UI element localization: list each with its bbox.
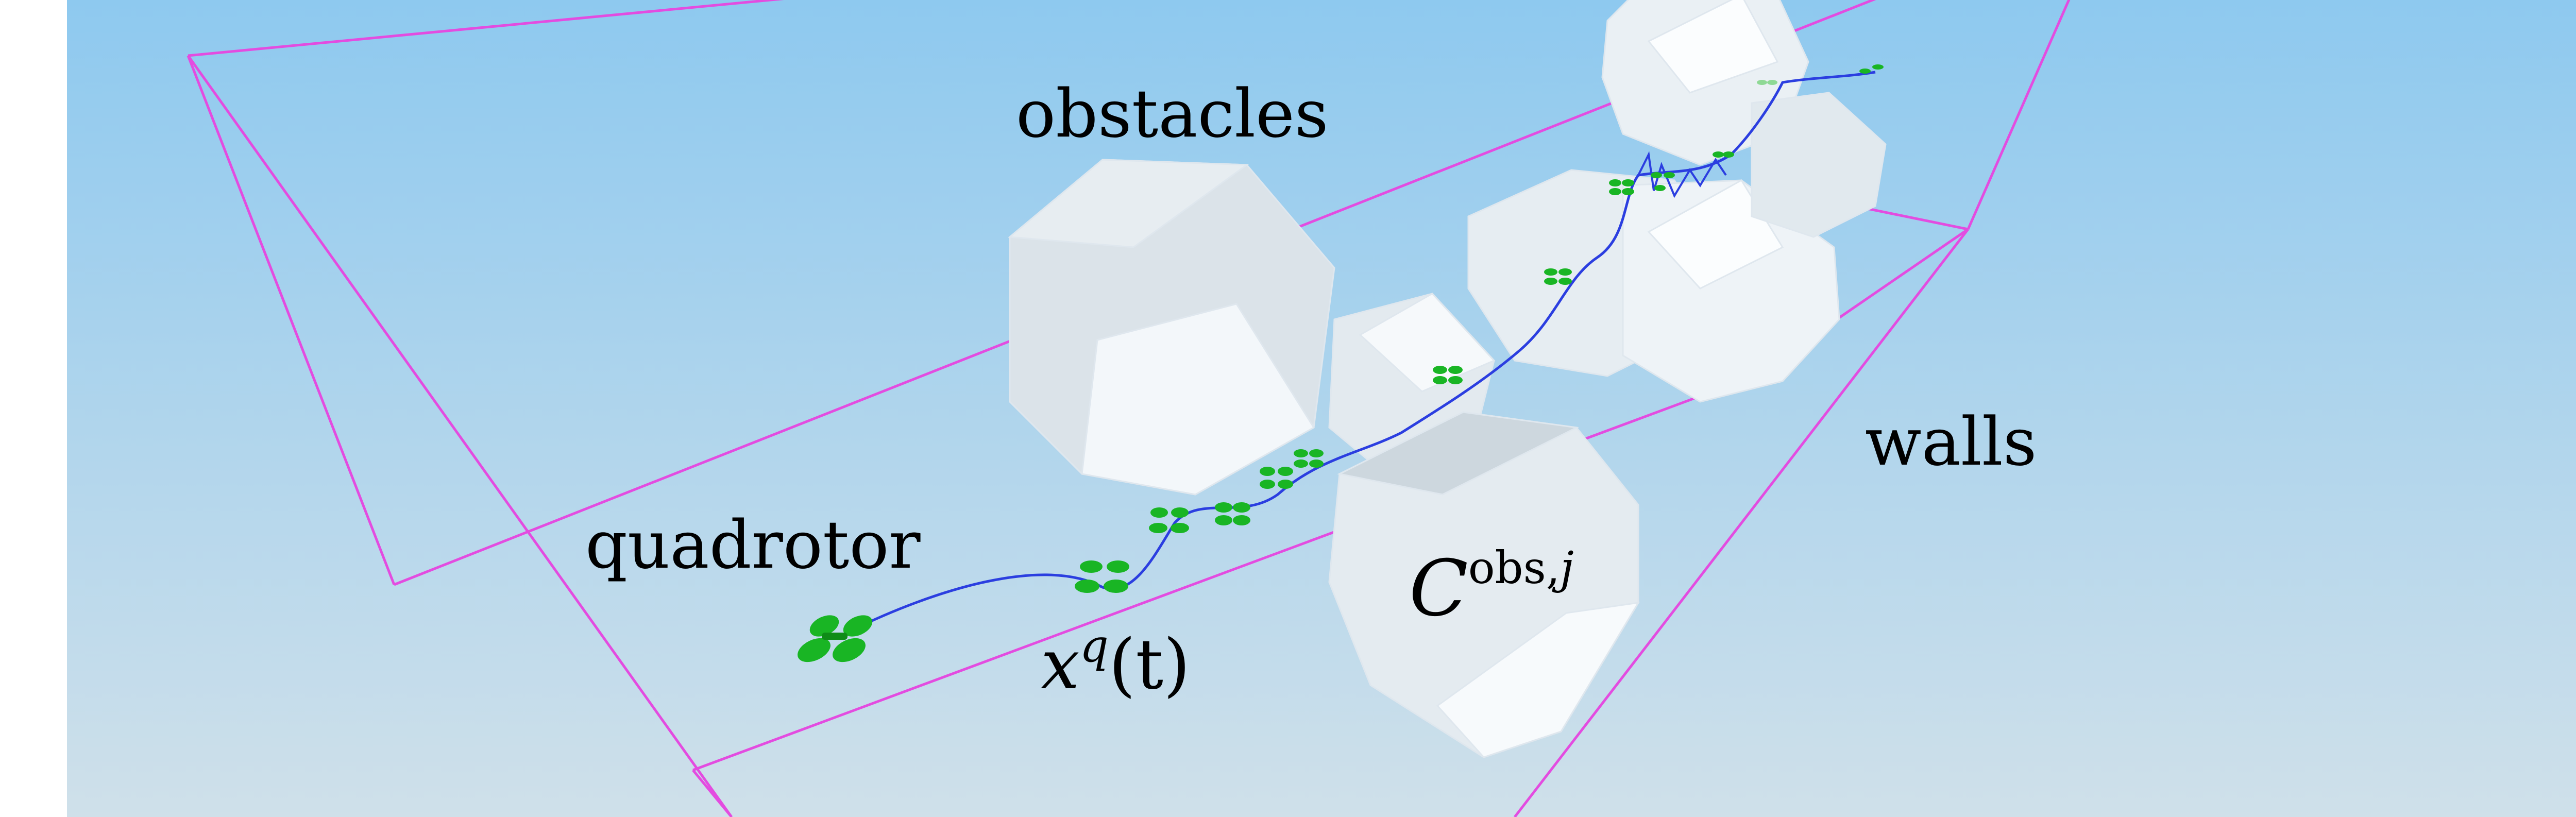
quadrotor-label: quadrotor [585,507,921,584]
quadrotor-3 [1149,507,1189,533]
obstacle-set-label-base: C [1409,544,1468,634]
quadrotor-4 [1215,502,1250,525]
quadrotor-6 [1294,449,1324,468]
quadrotor-markers [798,64,1884,662]
obstacle-large-left [1008,159,1335,496]
quadrotor-9 [1609,179,1634,195]
quadrotor-5 [1260,467,1293,489]
quadrotor-8 [1544,268,1572,285]
trajectory-label: xq(t) [1041,623,1190,700]
quadrotor-11 [1713,151,1734,158]
obstacle-set-label-index: j [1560,542,1574,594]
trajectory-label-arg: (t) [1108,624,1191,705]
obstacle-lower [1328,411,1640,758]
sky-background [67,0,2576,817]
walls-label: walls [1865,404,2037,481]
quadrotor-7 [1433,366,1463,384]
quadrotor-large [798,615,873,662]
obstacle-set-label-sup-text: obs, [1468,542,1561,594]
obstacle-set-label: Cobs,j [1409,546,1574,627]
trajectory-label-sup: q [1079,619,1109,672]
quadrotor-2 [1075,560,1129,593]
quadrotor-10 [1651,172,1675,191]
quadrotor-13 [1859,64,1884,74]
obstacle-right [1467,169,1840,403]
trajectory-wiggle [1637,151,1727,198]
obstacle-set-label-sup: obs,j [1468,542,1574,594]
quadrotor-12 [1757,80,1777,85]
trajectory-label-base: x [1041,624,1080,705]
obstacles-label: obstacles [1016,76,1329,152]
